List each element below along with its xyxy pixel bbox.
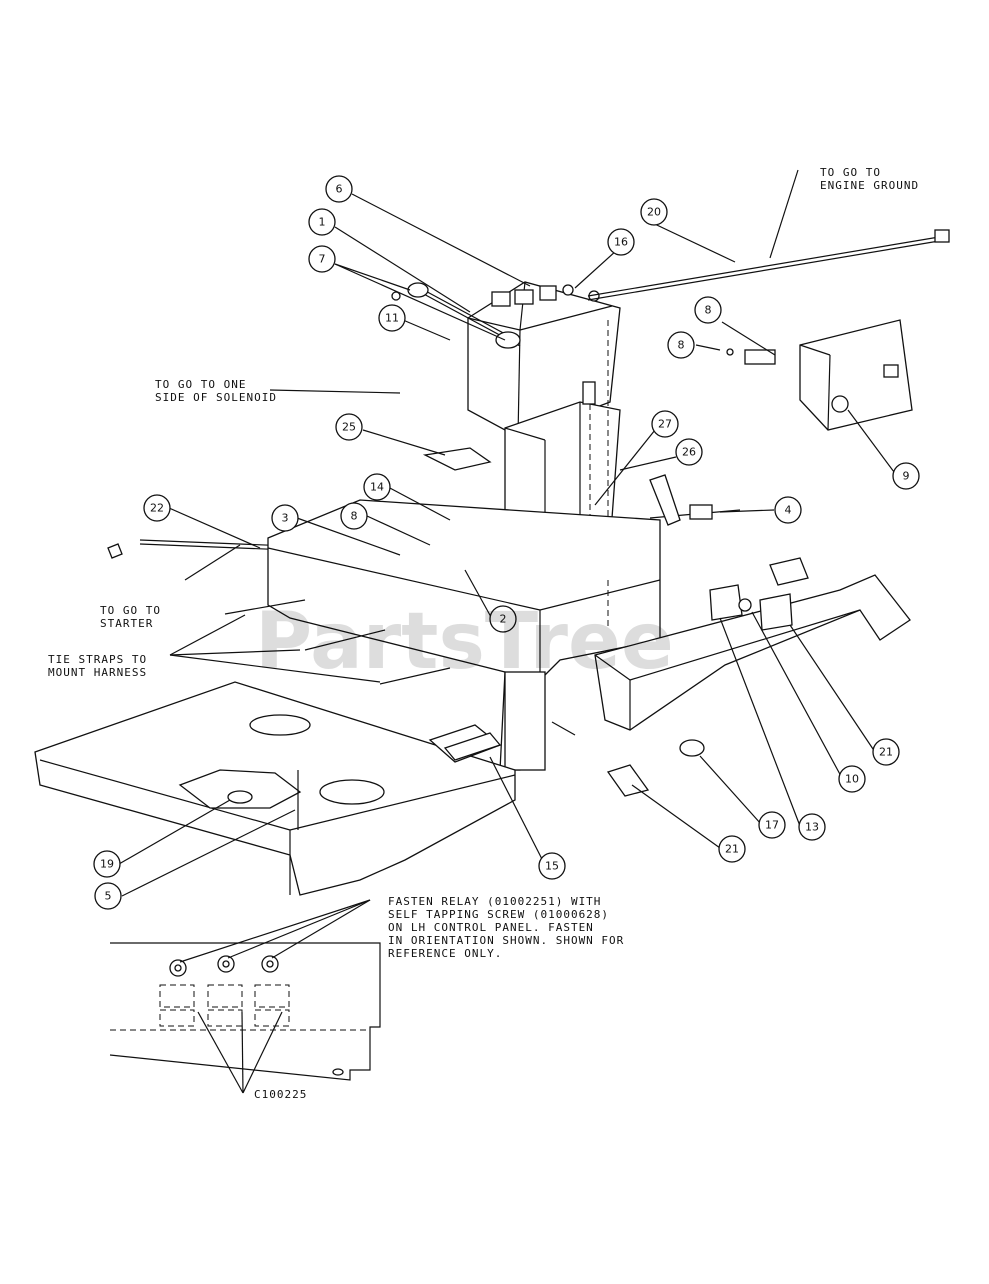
relay-block [428, 724, 502, 763]
callout-3: 3 [271, 504, 299, 532]
ground-cable [562, 229, 950, 301]
svg-text:21: 21 [879, 746, 893, 759]
svg-text:10: 10 [845, 773, 859, 786]
control-panel-plate [34, 681, 516, 896]
svg-text:15: 15 [545, 860, 559, 873]
note-tie-straps-2: MOUNT HARNESS [48, 666, 147, 679]
callout-21-bottom: 21 [718, 835, 746, 863]
callout-group: 6 1 7 11 16 20 8 8 9 25 27 26 22 3 8 14 … [93, 175, 920, 910]
svg-text:17: 17 [765, 819, 779, 832]
callout-14: 14 [363, 473, 391, 501]
callout-17: 17 [758, 811, 786, 839]
svg-text:27: 27 [658, 418, 672, 431]
watermark: PartsTree [255, 597, 674, 687]
callout-15: 15 [538, 852, 566, 880]
callout-26: 26 [675, 438, 703, 466]
grommet-17 [679, 739, 705, 757]
svg-text:19: 19 [100, 858, 114, 871]
callout-2: 2 [489, 605, 517, 633]
note-solenoid-1: TO GO TO ONE [155, 378, 246, 391]
note-engine-ground-2: ENGINE GROUND [820, 179, 919, 192]
callout-19: 19 [93, 850, 121, 878]
callout-8-top: 8 [694, 296, 722, 324]
callout-10: 10 [838, 765, 866, 793]
callout-21-right: 21 [872, 738, 900, 766]
cross-member [594, 574, 911, 731]
svg-text:7: 7 [319, 253, 326, 266]
note-relay-part: C100225 [254, 1088, 307, 1101]
svg-text:14: 14 [370, 481, 384, 494]
note-engine-ground-1: TO GO TO [820, 166, 881, 179]
svg-text:8: 8 [351, 510, 358, 523]
svg-text:9: 9 [903, 470, 910, 483]
svg-text:26: 26 [682, 446, 696, 459]
note-starter-1: TO GO TO [100, 604, 161, 617]
switch-bracket [726, 319, 913, 431]
note-solenoid-2: SIDE OF SOLENOID [155, 391, 277, 404]
svg-text:20: 20 [647, 206, 661, 219]
svg-text:2: 2 [500, 613, 507, 626]
svg-text:22: 22 [150, 502, 164, 515]
callout-6: 6 [325, 175, 353, 203]
note-starter-2: STARTER [100, 617, 153, 630]
svg-text:25: 25 [342, 421, 356, 434]
note-relay-5: REFERENCE ONLY. [388, 947, 502, 960]
callout-1: 1 [308, 208, 336, 236]
callout-9: 9 [892, 462, 920, 490]
callout-5: 5 [94, 882, 122, 910]
callout-16: 16 [607, 228, 635, 256]
callout-11: 11 [378, 304, 406, 332]
callout-13: 13 [798, 813, 826, 841]
svg-text:6: 6 [336, 183, 343, 196]
callout-20: 20 [640, 198, 668, 226]
note-tie-straps-1: TIE STRAPS TO [48, 653, 147, 666]
note-relay-4: IN ORIENTATION SHOWN. SHOWN FOR [388, 934, 624, 947]
note-relay-3: ON LH CONTROL PANEL. FASTEN [388, 921, 594, 934]
leader-lines [118, 169, 898, 1094]
callout-8-mid: 8 [340, 502, 368, 530]
callout-4: 4 [774, 496, 802, 524]
battery-assembly [467, 281, 621, 438]
svg-text:21: 21 [725, 843, 739, 856]
callout-25: 25 [335, 413, 363, 441]
callout-7: 7 [308, 245, 336, 273]
svg-text:5: 5 [105, 890, 112, 903]
svg-text:1: 1 [319, 216, 326, 229]
svg-text:3: 3 [282, 512, 289, 525]
tag-21 [606, 764, 650, 797]
frame-rail [267, 499, 661, 771]
svg-text:13: 13 [805, 821, 819, 834]
tie-straps [224, 599, 576, 736]
note-relay-2: SELF TAPPING SCREW (01000628) [388, 908, 609, 921]
svg-text:16: 16 [614, 236, 628, 249]
solenoid-cable [391, 282, 521, 349]
svg-text:4: 4 [785, 504, 792, 517]
relay-inset [109, 942, 381, 1081]
callout-8-left: 8 [667, 331, 695, 359]
svg-text:11: 11 [385, 312, 399, 325]
svg-text:8: 8 [705, 304, 712, 317]
svg-text:8: 8 [678, 339, 685, 352]
switch-4 [649, 474, 809, 586]
callout-22: 22 [143, 494, 171, 522]
callout-27: 27 [651, 410, 679, 438]
note-relay-1: FASTEN RELAY (01002251) WITH [388, 895, 601, 908]
